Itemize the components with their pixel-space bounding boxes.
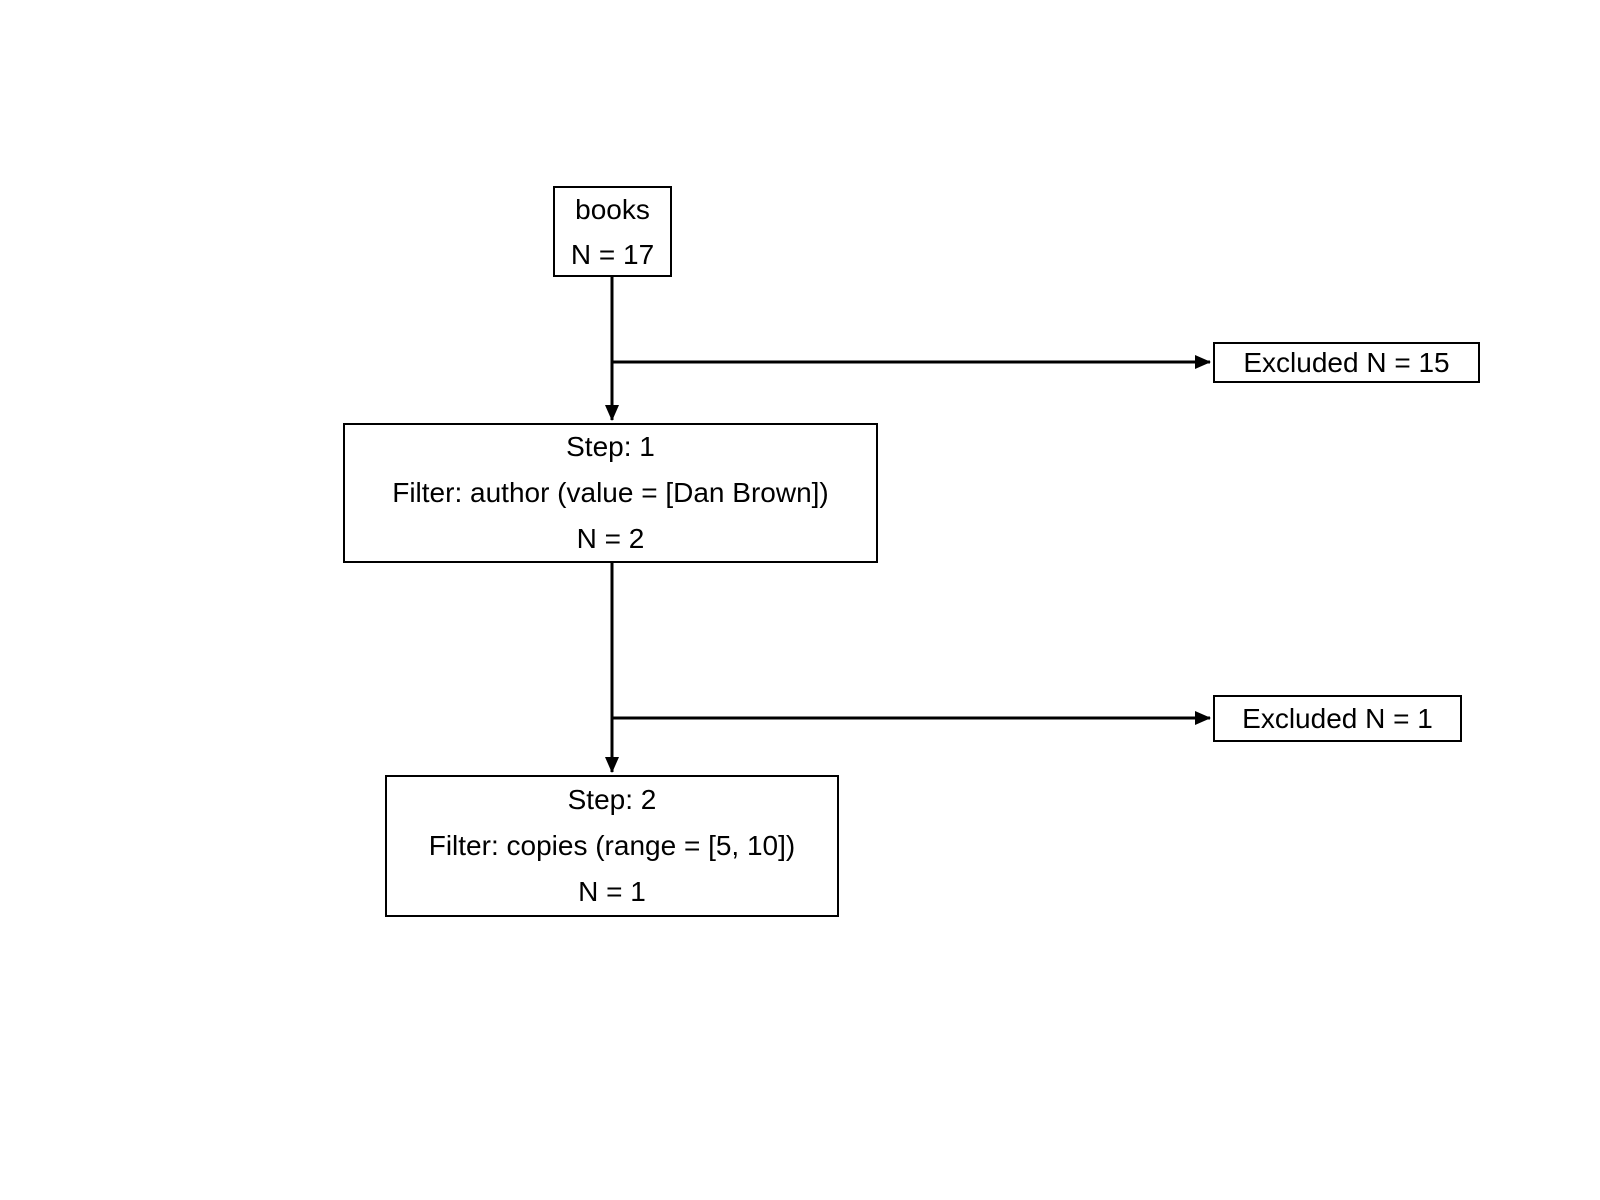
source-count: N = 17 (570, 238, 655, 270)
excluded-2-label: Excluded N = 1 (1242, 702, 1433, 734)
step-2-node: Step: 2 Filter: copies (range = [5, 10])… (385, 775, 839, 917)
source-label: books (575, 193, 650, 225)
step-1-node: Step: 1 Filter: author (value = [Dan Bro… (343, 423, 878, 563)
step-2-title: Step: 2 (567, 784, 657, 815)
step-1-count: N = 2 (576, 523, 645, 554)
excluded-1-node: Excluded N = 15 (1213, 342, 1480, 383)
excluded-1-label: Excluded N = 15 (1243, 346, 1450, 378)
excluded-2-node: Excluded N = 1 (1213, 695, 1462, 742)
step-1-filter: Filter: author (value = [Dan Brown]) (392, 477, 829, 508)
step-1-title: Step: 1 (566, 431, 655, 462)
source-node: books N = 17 (553, 186, 672, 277)
step-2-count: N = 1 (578, 876, 646, 907)
step-2-filter: Filter: copies (range = [5, 10]) (428, 830, 796, 861)
